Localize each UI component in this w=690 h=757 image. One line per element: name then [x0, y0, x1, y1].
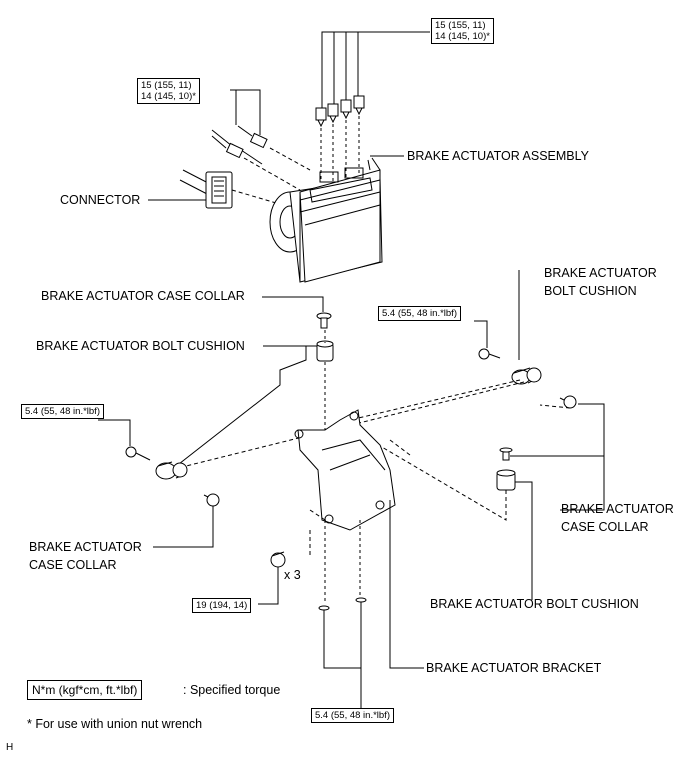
- bottom-bolts: [258, 520, 367, 708]
- label-connector: CONNECTOR: [60, 193, 141, 207]
- connector-part: [179, 169, 301, 211]
- label-line: CASE COLLAR: [29, 558, 117, 572]
- label-bolt-cushion-top-right: BRAKE ACTUATOR BOLT CUSHION: [544, 266, 657, 299]
- torque-box-top-right: 15 (155, 11) 14 (145, 10)*: [431, 18, 494, 44]
- label-line: BRAKE ACTUATOR: [544, 266, 657, 280]
- label-case-collar-right: BRAKE ACTUATOR CASE COLLAR: [561, 502, 674, 535]
- label-case-collar-top: BRAKE ACTUATOR CASE COLLAR: [41, 289, 245, 303]
- torque-box-mid-right: 5.4 (55, 48 in.*lbf): [378, 306, 461, 321]
- label-case-collar-left: BRAKE ACTUATOR CASE COLLAR: [29, 540, 142, 573]
- torque-value-alt: 14 (145, 10)*: [141, 91, 196, 102]
- torque-box-bottom-left: 19 (194, 14): [192, 598, 252, 613]
- label-line: BOLT CUSHION: [544, 284, 637, 298]
- left-bolt-assembly: [98, 419, 220, 548]
- label-line: BRAKE ACTUATOR: [561, 502, 674, 516]
- label-brake-actuator-assembly: BRAKE ACTUATOR ASSEMBLY: [407, 149, 590, 163]
- corner-mark: H: [6, 742, 14, 753]
- torque-value-alt: 14 (145, 10)*: [435, 31, 490, 42]
- label-bolt-cushion-left: BRAKE ACTUATOR BOLT CUSHION: [36, 339, 245, 353]
- torque-value: 15 (155, 11): [435, 20, 486, 31]
- torque-box-top-left: 15 (155, 11) 14 (145, 10)*: [137, 78, 200, 104]
- label-bracket: BRAKE ACTUATOR BRACKET: [426, 661, 602, 675]
- torque-value: 15 (155, 11): [141, 80, 192, 91]
- torque-box-mid-left: 5.4 (55, 48 in.*lbf): [21, 404, 104, 419]
- label-line: CASE COLLAR: [561, 520, 649, 534]
- top-collar-and-cushion: [169, 296, 334, 472]
- brake-pipes-left: [211, 89, 311, 191]
- legend-unit-box: N*m (kgf*cm, ft.*lbf): [27, 680, 143, 700]
- label-bolt-cushion-bottom-right: BRAKE ACTUATOR BOLT CUSHION: [430, 597, 639, 611]
- label-line: BRAKE ACTUATOR: [29, 540, 142, 554]
- label-quantity: x 3: [284, 568, 301, 582]
- brake-actuator-assembly: [269, 155, 404, 283]
- brake-actuator-bracket: [294, 409, 424, 669]
- legend-unit-description: : Specified torque: [183, 683, 281, 697]
- torque-box-bottom-center: 5.4 (55, 48 in.*lbf): [311, 708, 394, 723]
- brake-pipes-top: [315, 31, 430, 182]
- legend-footnote: * For use with union nut wrench: [27, 717, 203, 731]
